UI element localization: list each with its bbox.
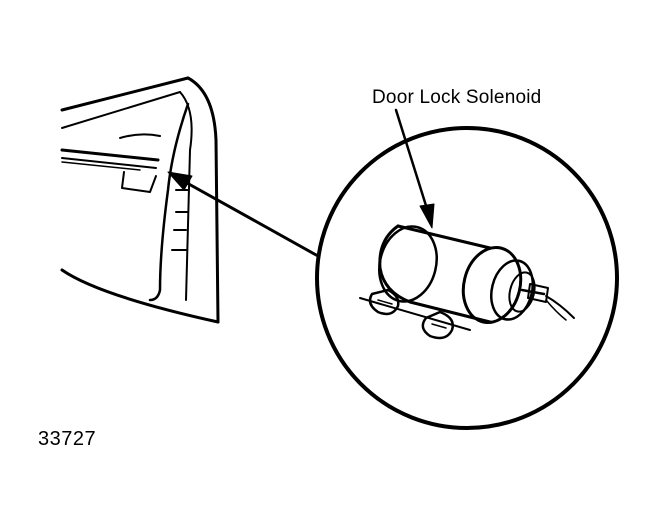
car-door-panel — [60, 76, 220, 324]
figure-number: 33727 — [38, 428, 97, 450]
detail-magnifier-circle — [315, 126, 619, 430]
location-arrow — [167, 171, 320, 258]
callout-pointer — [394, 108, 435, 229]
solenoid-detail — [359, 224, 575, 340]
callout-label: Door Lock Solenoid — [372, 87, 542, 108]
